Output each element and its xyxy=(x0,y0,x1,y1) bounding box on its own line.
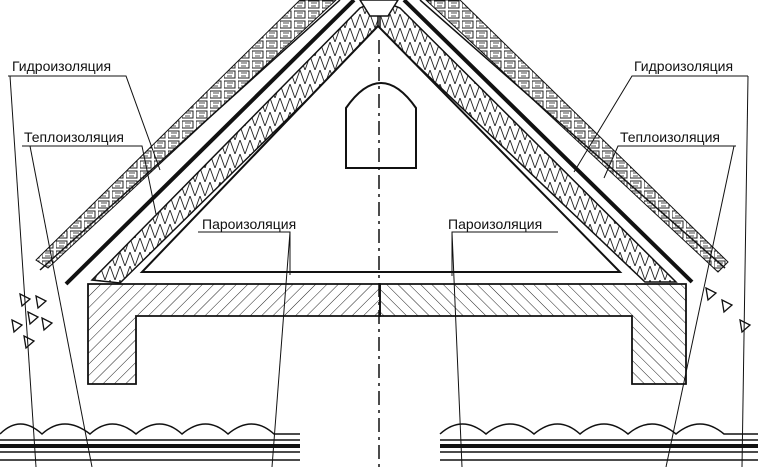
wind-arrows xyxy=(11,286,752,350)
attic-window xyxy=(345,82,417,169)
tile-detail-right xyxy=(439,423,758,461)
label-waterproofing-left: Гидроизоляция xyxy=(12,58,112,74)
label-waterproofing-right: Гидроизоляция xyxy=(634,58,734,74)
floor-slab xyxy=(87,283,687,385)
tile-detail-left xyxy=(0,423,300,461)
leader-lines xyxy=(8,75,749,468)
label-thermal-right: Теплоизоляция xyxy=(620,129,720,145)
label-vapor-right: Пароизоляция xyxy=(448,216,543,232)
label-thermal-left: Теплоизоляция xyxy=(24,129,124,145)
label-vapor-left: Пароизоляция xyxy=(202,216,297,232)
